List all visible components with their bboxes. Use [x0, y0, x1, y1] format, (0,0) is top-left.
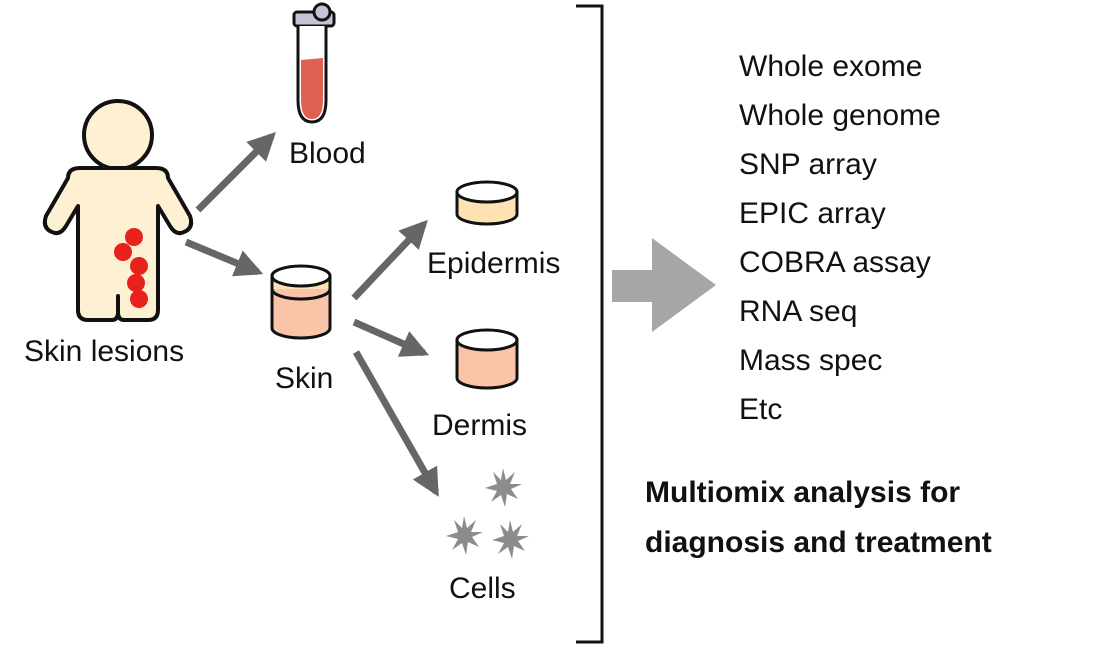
- conclusion-line-2: diagnosis and treatment: [645, 526, 992, 559]
- cells-icon: [446, 468, 529, 559]
- arrow-to-blood: [195, 132, 276, 213]
- label-skin: Skin: [275, 362, 334, 395]
- methods-list: Whole exome Whole genome SNP array EPIC …: [739, 42, 941, 434]
- flow-arrows: [184, 132, 440, 497]
- big-arrow: [612, 238, 716, 332]
- skin-sample-icon: [270, 264, 332, 340]
- blood-tube-icon: [292, 2, 336, 124]
- label-skin-lesions: Skin lesions: [24, 335, 185, 368]
- method-item: RNA seq: [739, 295, 858, 328]
- arrow-to-dermis: [352, 318, 430, 357]
- label-dermis: Dermis: [432, 409, 527, 442]
- conclusion-line-1: Multiomix analysis for: [645, 476, 961, 509]
- method-item: Mass spec: [739, 344, 883, 377]
- method-item: Whole genome: [739, 99, 941, 132]
- label-blood: Blood: [289, 137, 366, 170]
- method-item: SNP array: [739, 148, 877, 181]
- label-epidermis: Epidermis: [427, 247, 561, 280]
- arrow-to-skin: [184, 238, 264, 277]
- skin-lesions-icon: [114, 228, 148, 308]
- method-item: COBRA assay: [739, 246, 931, 279]
- method-item: Etc: [739, 393, 783, 426]
- arrow-to-cells: [352, 350, 440, 497]
- arrow-to-epidermis: [351, 219, 428, 301]
- bracket: [576, 4, 604, 644]
- conclusion-text: Multiomix analysis for diagnosis and tre…: [645, 468, 992, 568]
- epidermis-sample-icon: [455, 180, 519, 226]
- method-item: Whole exome: [739, 50, 923, 83]
- method-item: EPIC array: [739, 197, 886, 230]
- dermis-sample-icon: [455, 328, 519, 390]
- person-icon: [42, 99, 194, 322]
- label-cells: Cells: [449, 572, 516, 605]
